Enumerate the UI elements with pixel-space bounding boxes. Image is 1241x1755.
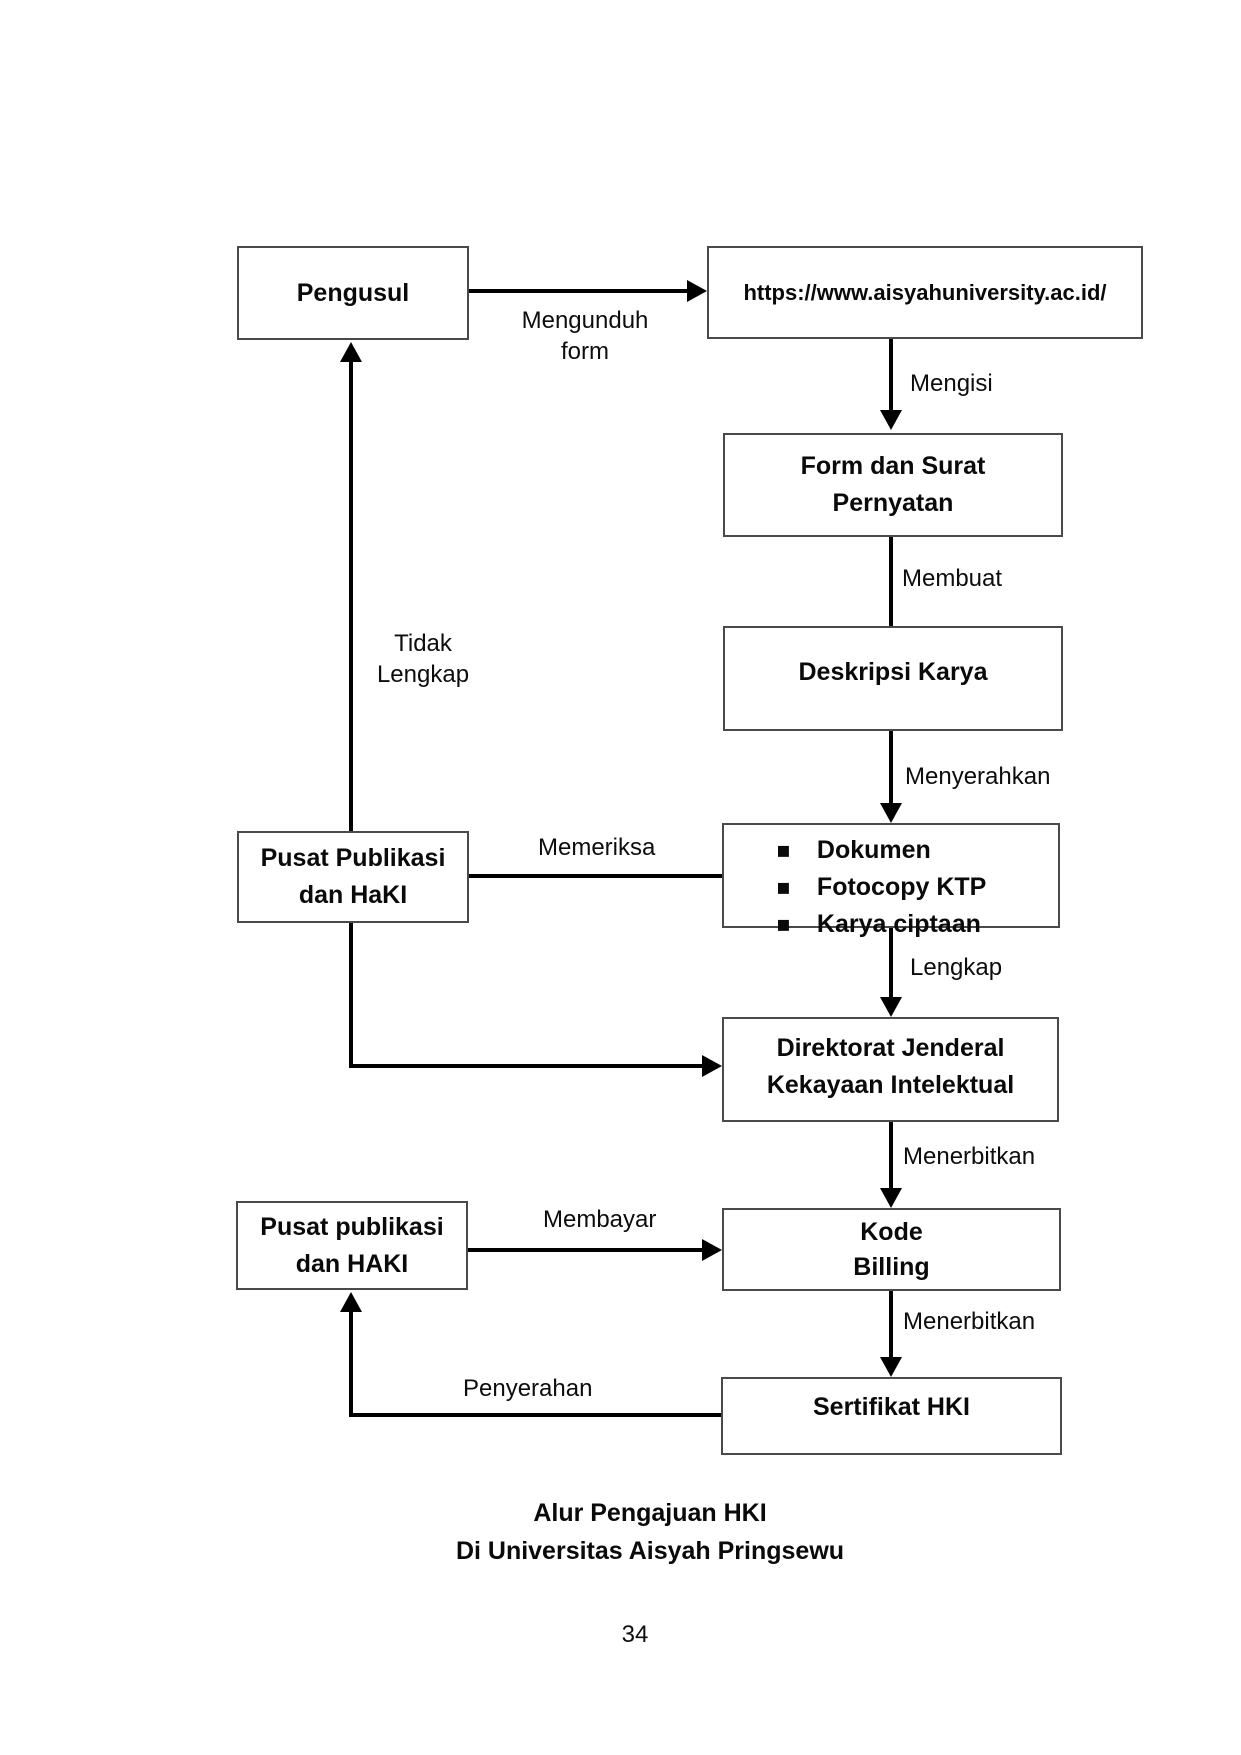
node-direktorat-line1: Direktorat Jenderal bbox=[776, 1034, 1005, 1062]
page-number: 34 bbox=[621, 1621, 649, 1648]
list-item: ▪ Karya ciptaan bbox=[776, 906, 981, 943]
list-item-label: Fotocopy KTP bbox=[816, 873, 987, 901]
edge-label-tidak-lengkap: Tidak Lengkap bbox=[376, 630, 470, 688]
arrowhead-right-icon bbox=[687, 280, 707, 302]
line-sertifikat-left bbox=[349, 1413, 721, 1417]
arrowhead-right-icon bbox=[702, 1239, 722, 1261]
square-bullet-icon: ▪ bbox=[776, 838, 791, 863]
arrow-sertifikat-to-pusat2 bbox=[349, 1312, 353, 1417]
arrowhead-down-icon bbox=[880, 410, 902, 430]
node-dokumen-list: ▪ Dokumen ▪ Fotocopy KTP ▪ Karya ciptaan bbox=[722, 823, 1060, 938]
node-sertifikat-label: Sertifikat HKI bbox=[813, 1393, 970, 1421]
edge-label-lengkap: Lengkap bbox=[910, 954, 1003, 981]
edge-label-menyerahkan: Menyerahkan bbox=[905, 763, 1051, 790]
edge-label-menerbitkan-2: Menerbitkan bbox=[903, 1308, 1036, 1335]
edge-label-membuat: Membuat bbox=[902, 565, 1003, 592]
list-item-label: Karya ciptaan bbox=[816, 910, 981, 938]
node-deskripsi-label: Deskripsi Karya bbox=[798, 658, 988, 686]
edge-label-memeriksa: Memeriksa bbox=[538, 834, 656, 861]
arrowhead-right-icon bbox=[702, 1055, 722, 1077]
edge-label-mengisi: Mengisi bbox=[910, 370, 993, 397]
node-pusat2-line1: Pusat publikasi bbox=[260, 1212, 444, 1241]
node-form-line2: Pernyatan bbox=[832, 489, 954, 517]
arrow-pusat1-to-pengusul bbox=[349, 360, 353, 831]
node-form-line1: Form dan Surat bbox=[800, 452, 986, 480]
list-item-label: Dokumen bbox=[816, 836, 931, 864]
node-pusat1-line1: Pusat Publikasi bbox=[260, 844, 446, 872]
edge-label-membayar: Membayar bbox=[543, 1206, 657, 1233]
arrow-website-to-form bbox=[889, 339, 893, 412]
node-website-label: https://www.aisyahuniversity.ac.id/ bbox=[743, 280, 1107, 305]
arrow-pusat1-to-direktorat bbox=[349, 1064, 702, 1068]
square-bullet-icon: ▪ bbox=[776, 912, 791, 937]
node-website-url: https://www.aisyahuniversity.ac.id/ bbox=[707, 246, 1143, 339]
figure-caption: Alur Pengajuan HKI Di Universitas Aisyah… bbox=[350, 1494, 950, 1570]
arrow-pengusul-to-website bbox=[469, 289, 689, 293]
figure-caption-line2: Di Universitas Aisyah Pringsewu bbox=[455, 1537, 845, 1565]
arrow-direktorat-to-kode bbox=[889, 1122, 893, 1188]
node-kode-billing: Kode Billing bbox=[722, 1208, 1061, 1291]
node-direktorat-line2: Kekayaan Intelektual bbox=[766, 1071, 1015, 1099]
node-sertifikat-hki: Sertifikat HKI bbox=[721, 1377, 1062, 1455]
node-kode-line2: Billing bbox=[853, 1252, 930, 1281]
arrowhead-down-icon bbox=[880, 1357, 902, 1377]
list-item: ▪ Dokumen bbox=[776, 832, 931, 869]
arrowhead-up-icon bbox=[340, 342, 362, 362]
node-direktorat-jenderal: Direktorat Jenderal Kekayaan Intelektual bbox=[722, 1017, 1059, 1122]
node-pusat-publikasi-haki-1: Pusat Publikasi dan HaKI bbox=[237, 831, 469, 923]
arrowhead-down-icon bbox=[880, 803, 902, 823]
node-pengusul-label: Pengusul bbox=[296, 278, 410, 307]
line-pusat1-to-dokumen bbox=[469, 874, 722, 878]
node-pengusul: Pengusul bbox=[237, 246, 469, 340]
node-pusat1-line2: dan HaKI bbox=[298, 881, 408, 909]
edge-label-menerbitkan-1: Menerbitkan bbox=[903, 1143, 1036, 1170]
line-pusat1-down bbox=[349, 923, 353, 1068]
node-pusat2-line2: dan HAKI bbox=[295, 1249, 409, 1278]
figure-caption-line1: Alur Pengajuan HKI bbox=[533, 1499, 767, 1527]
node-deskripsi-karya: Deskripsi Karya bbox=[723, 626, 1063, 731]
arrow-kode-to-sertifikat bbox=[889, 1291, 893, 1357]
edge-label-penyerahan: Penyerahan bbox=[463, 1375, 593, 1402]
list-item: ▪ Fotocopy KTP bbox=[776, 869, 986, 906]
arrowhead-up-icon bbox=[340, 1292, 362, 1312]
node-pusat-publikasi-haki-2: Pusat publikasi dan HAKI bbox=[236, 1201, 468, 1290]
arrow-dokumen-to-direktorat bbox=[889, 928, 893, 997]
arrowhead-down-icon bbox=[880, 1188, 902, 1208]
arrowhead-down-icon bbox=[880, 997, 902, 1017]
edge-label-mengunduh-form: Mengunduh form bbox=[521, 307, 649, 365]
node-kode-line1: Kode bbox=[860, 1217, 923, 1246]
arrow-pusat2-to-kode bbox=[468, 1248, 702, 1252]
line-form-to-deskripsi bbox=[889, 537, 893, 626]
arrow-deskripsi-to-dokumen bbox=[889, 731, 893, 803]
node-form-surat-pernyatan: Form dan Surat Pernyatan bbox=[723, 433, 1063, 537]
square-bullet-icon: ▪ bbox=[776, 875, 791, 900]
